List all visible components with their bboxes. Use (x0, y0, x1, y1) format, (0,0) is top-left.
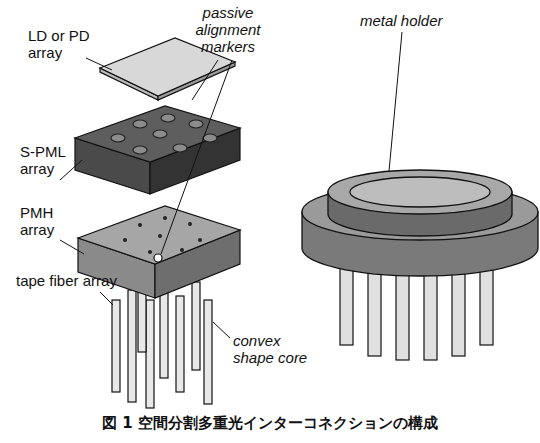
pmh-holes (123, 216, 202, 254)
lens (203, 134, 217, 142)
lens (161, 114, 175, 122)
pmh-top (78, 206, 240, 264)
hole (158, 234, 162, 238)
callout-label: convex shape core (233, 332, 315, 366)
hole (148, 250, 152, 254)
hole (180, 248, 184, 252)
leader-line (161, 60, 232, 254)
lens (133, 146, 147, 154)
fiber (128, 290, 136, 402)
fiber (146, 300, 154, 408)
leader-line (86, 58, 112, 70)
hole (163, 216, 167, 220)
lens (189, 120, 203, 128)
lens (153, 130, 167, 138)
hole (138, 223, 142, 227)
leader-line (60, 160, 82, 180)
hole (198, 238, 202, 242)
hole (123, 238, 127, 242)
lens (133, 120, 147, 128)
lens (111, 134, 125, 142)
lens-holes (111, 114, 217, 154)
fiber (204, 300, 212, 404)
callout-label: passive alignment markers (186, 4, 270, 55)
hole (188, 222, 192, 226)
leader-line (60, 240, 84, 254)
leader-line (388, 32, 402, 182)
leader-line (213, 322, 230, 338)
leader-line (100, 292, 113, 305)
lens (173, 144, 187, 152)
s-pml-top (75, 106, 240, 162)
callout-label: metal holder (360, 12, 490, 29)
holder-inner-disk (350, 177, 490, 207)
alignment-marker (154, 254, 162, 262)
fiber (112, 300, 120, 392)
figure-caption: 図 1 空間分割多重光インターコネクションの構成 (0, 414, 540, 433)
part-label: S-PML array (20, 143, 76, 177)
leader-line (192, 60, 218, 100)
part-label: PMH array (20, 204, 76, 238)
part-label: tape fiber array (16, 272, 146, 289)
fiber (192, 282, 200, 370)
s-pml-array (75, 106, 240, 194)
holder-upper-top (328, 170, 512, 214)
fiber (176, 296, 184, 392)
part-label: LD or PD array (28, 27, 100, 61)
metal-holder (302, 170, 538, 276)
